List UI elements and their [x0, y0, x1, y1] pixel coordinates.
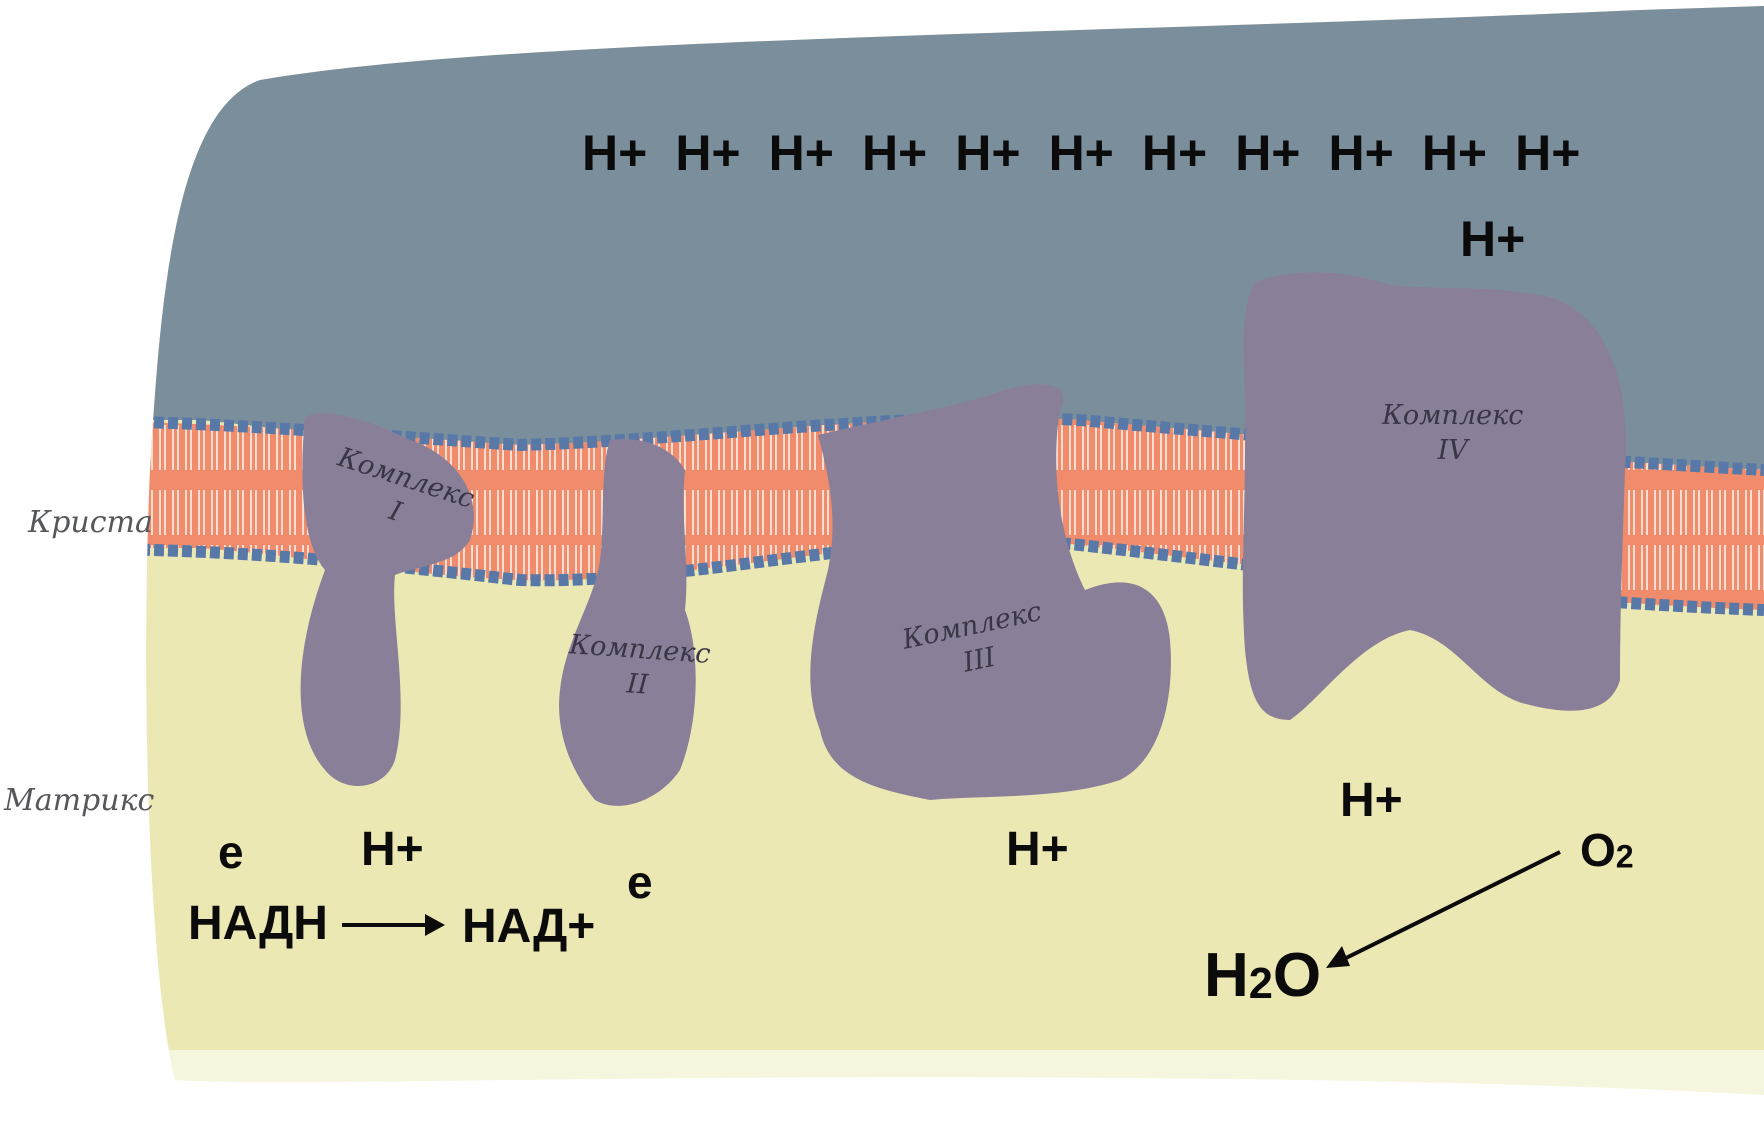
- electron-label-1: e: [218, 825, 244, 879]
- intermembrane-proton-row: H+ H+ H+ H+ H+ H+ H+ H+ H+ H+ H+: [582, 124, 1580, 182]
- proton-label: H+: [1329, 124, 1394, 182]
- proton-label: H+: [1235, 124, 1300, 182]
- proton-label: H+: [1142, 124, 1207, 182]
- nadh-label: НАДН: [188, 896, 328, 951]
- proton-label: H+: [862, 124, 927, 182]
- electron-label-2: e: [627, 855, 653, 909]
- proton-label: H+: [1049, 124, 1114, 182]
- proton-label: H+: [955, 124, 1020, 182]
- nad-plus-label: НАД+: [462, 899, 595, 954]
- proton-label-matrix-3: H+: [1340, 773, 1403, 828]
- proton-label: H+: [675, 124, 740, 182]
- proton-label: H+: [769, 124, 834, 182]
- proton-label: H+: [1422, 124, 1487, 182]
- proton-label: H+: [582, 124, 647, 182]
- proton-label-extra: H+: [1460, 210, 1525, 268]
- proton-label-matrix-1: H+: [361, 822, 424, 877]
- water-label: H2O: [1204, 940, 1321, 1011]
- proton-label: H+: [1515, 124, 1580, 182]
- oxygen-label: O2: [1580, 823, 1634, 877]
- matrix-label: Матрикс: [4, 783, 154, 818]
- crista-label: Криста: [28, 505, 153, 540]
- proton-label-matrix-2: H+: [1006, 822, 1069, 877]
